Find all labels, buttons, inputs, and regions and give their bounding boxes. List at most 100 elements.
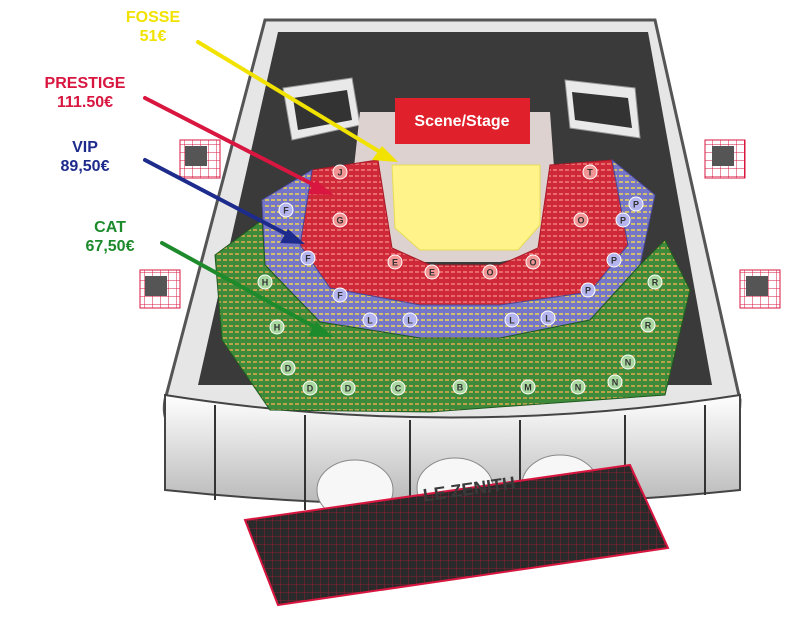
section-marker-dot [520, 379, 536, 395]
section-marker-dot [615, 212, 631, 228]
section-marker-dot [482, 264, 498, 280]
section-marker-vip[interactable]: F [332, 287, 348, 303]
section-marker-letter: C [395, 384, 402, 394]
section-marker-dot [390, 380, 406, 396]
section-marker-dot [504, 312, 520, 328]
section-marker-dot [402, 312, 418, 328]
section-marker-prestige[interactable]: T [582, 164, 598, 180]
section-marker-letter: O [529, 258, 536, 268]
section-marker-cat[interactable]: N [607, 374, 623, 390]
section-marker-vip[interactable]: F [300, 250, 316, 266]
section-marker-letter: N [612, 378, 619, 388]
price-label-fosse: FOSSE 51€ [108, 8, 198, 46]
zone-name-vip: VIP [72, 139, 98, 156]
zone-fosse[interactable] [391, 164, 541, 251]
section-marker-letter: N [575, 383, 582, 393]
section-marker-letter: P [611, 256, 617, 266]
section-marker-letter: M [524, 383, 532, 393]
section-marker-dot [607, 374, 623, 390]
section-marker-letter: B [457, 383, 464, 393]
section-marker-cat[interactable]: M [520, 379, 536, 395]
section-marker-letter: F [337, 291, 343, 301]
section-marker-cat[interactable]: R [640, 317, 656, 333]
section-marker-cat[interactable]: H [257, 274, 273, 290]
section-marker-prestige[interactable]: J [332, 164, 348, 180]
section-marker-prestige[interactable]: E [387, 254, 403, 270]
section-marker-letter: R [652, 278, 659, 288]
section-marker-dot [257, 274, 273, 290]
venue-sign: LE ZENITH [243, 463, 670, 607]
section-marker-cat[interactable]: H [269, 319, 285, 335]
section-marker-vip[interactable]: L [504, 312, 520, 328]
section-marker-letter: P [585, 286, 591, 296]
section-marker-vip[interactable]: L [362, 312, 378, 328]
section-marker-letter: L [367, 316, 373, 326]
section-marker-dot [269, 319, 285, 335]
section-marker-dot [362, 312, 378, 328]
section-marker-cat[interactable]: B [452, 379, 468, 395]
section-marker-letter: D [307, 384, 314, 394]
section-marker-cat[interactable]: N [620, 354, 636, 370]
section-marker-cat[interactable]: R [647, 274, 663, 290]
section-marker-dot [280, 360, 296, 376]
section-marker-vip[interactable]: P [615, 212, 631, 228]
section-marker-letter: O [577, 216, 584, 226]
zone-price-vip: 89,50€ [60, 158, 110, 175]
price-arrows [143, 40, 398, 337]
section-marker-letter: O [486, 268, 493, 278]
section-marker-dot [580, 282, 596, 298]
section-marker-dot [302, 380, 318, 396]
section-marker-letter: P [620, 216, 626, 226]
zone-price-fosse: 51€ [139, 28, 167, 45]
section-marker-cat[interactable]: D [302, 380, 318, 396]
section-marker-prestige[interactable]: G [332, 212, 348, 228]
zone-price-prestige: 111.50€ [56, 94, 114, 111]
section-marker-vip[interactable]: P [628, 196, 644, 212]
section-marker-vip[interactable]: P [606, 252, 622, 268]
section-marker-dot [540, 310, 556, 326]
section-marker-prestige[interactable]: O [573, 212, 589, 228]
section-marker-dot [387, 254, 403, 270]
section-marker-cat[interactable]: D [280, 360, 296, 376]
section-marker-cat[interactable]: C [390, 380, 406, 396]
section-marker-cat[interactable]: D [340, 380, 356, 396]
section-marker-dot [424, 264, 440, 280]
section-marker-letter: L [509, 316, 515, 326]
section-marker-prestige[interactable]: O [525, 254, 541, 270]
section-marker-dot [628, 196, 644, 212]
price-label-vip: VIP 89,50€ [30, 138, 140, 176]
section-marker-cat[interactable]: N [570, 379, 586, 395]
section-marker-dot [606, 252, 622, 268]
section-marker-letter: R [645, 321, 652, 331]
video-screens [282, 77, 641, 141]
zone-name-prestige: PRESTIGE [44, 75, 126, 92]
section-marker-dot [525, 254, 541, 270]
section-marker-vip[interactable]: L [540, 310, 556, 326]
section-marker-dot [278, 202, 294, 218]
price-label-cat: CAT 67,50€ [55, 218, 165, 256]
section-marker-letter: H [262, 278, 269, 288]
section-marker-dot [620, 354, 636, 370]
section-marker-vip[interactable]: L [402, 312, 418, 328]
section-marker-letter: H [274, 323, 281, 333]
section-marker-letter: J [337, 168, 342, 178]
zone-name-cat: CAT [94, 219, 126, 236]
section-marker-letter: E [392, 258, 398, 268]
section-marker-prestige[interactable]: O [482, 264, 498, 280]
section-marker-letter: T [587, 168, 593, 178]
section-marker-prestige[interactable]: E [424, 264, 440, 280]
section-marker-dot [570, 379, 586, 395]
section-marker-dot [452, 379, 468, 395]
section-marker-vip[interactable]: F [278, 202, 294, 218]
section-marker-dot [573, 212, 589, 228]
zone-price-cat: 67,50€ [85, 238, 135, 255]
section-marker-letter: L [545, 314, 551, 324]
zone-name-fosse: FOSSE [125, 9, 181, 26]
stage: Scene/Stage [395, 98, 530, 144]
section-marker-vip[interactable]: P [580, 282, 596, 298]
zone-cat[interactable] [214, 219, 691, 413]
stage-label: Scene/Stage [414, 113, 509, 130]
section-marker-dot [340, 380, 356, 396]
